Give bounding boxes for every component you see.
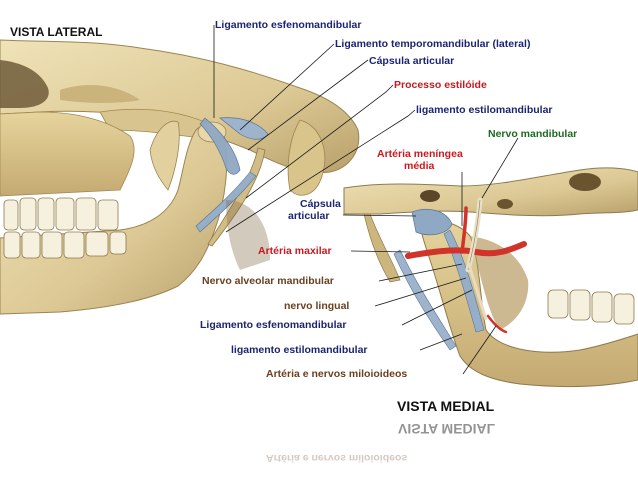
label-nervo-mandibular: Nervo mandibular (488, 128, 578, 140)
label-capsula-articular-medial-line2: articular (288, 210, 330, 222)
label-ligamento-estilomandibular-bottom: ligamento estilomandibular (231, 344, 368, 356)
label-capsula-articular-medial-line1: Cápsula (300, 198, 341, 210)
label-nervo-alveolar-mandibular: Nervo alveolar mandibular (202, 275, 334, 287)
label-miloioideos-reflection: Artéria e nervos miloioideos (266, 452, 408, 464)
label-arteria-meningea-media-line1: Artéria meníngea (377, 148, 463, 160)
label-ligamento-esfenomandibular-top: Ligamento esfenomandibular (215, 19, 362, 31)
label-ligamento-temporomandibular: Ligamento temporomandibular (lateral) (335, 38, 531, 50)
label-nervo-lingual: nervo lingual (284, 300, 350, 312)
view-title-lateral: VISTA LATERAL (10, 25, 103, 39)
view-title-medial-reflection: VISTA MEDIAL (398, 421, 496, 437)
view-title-medial: VISTA MEDIAL (397, 398, 495, 414)
label-ligamento-esfenomandibular-bottom: Ligamento esfenomandibular (200, 319, 347, 331)
label-arteria-nervos-miloioideos: Artéria e nervos miloioideos (266, 368, 408, 380)
label-capsula-articular-top: Cápsula articular (369, 55, 455, 67)
label-arteria-maxilar: Artéria maxilar (258, 245, 332, 257)
leader-lines (213, 25, 519, 375)
medial-skull (343, 167, 638, 388)
lateral-skull (0, 39, 360, 315)
label-processo-estiloide: Processo estilóide (394, 79, 487, 91)
label-arteria-meningea-media-line2: média (404, 160, 435, 172)
label-ligamento-estilomandibular-top: ligamento estilomandibular (416, 104, 553, 116)
